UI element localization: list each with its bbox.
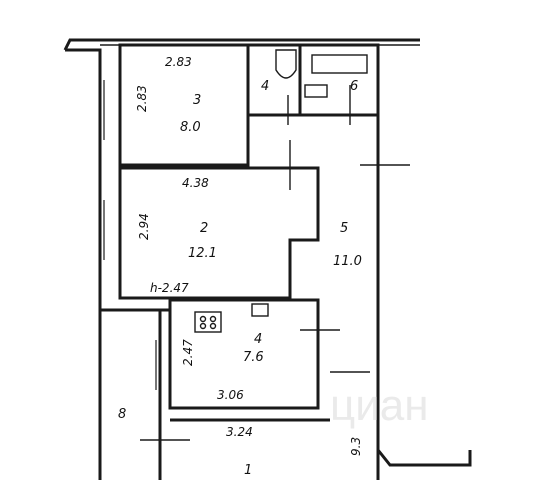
room-4-number: 4 (254, 332, 262, 347)
stove-burner (209, 315, 217, 323)
bathtub-fixture (311, 54, 368, 74)
dim-room2-width: 4.38 (182, 176, 209, 190)
dim-room3-width: 2.83 (165, 55, 192, 69)
stove-burner (209, 322, 217, 330)
room-5-outline (248, 113, 380, 480)
room-2-number: 2 (200, 221, 208, 236)
dim-room2-height: 2.94 (137, 213, 151, 240)
dim-room4-width: 3.06 (217, 388, 244, 402)
room-5-area: 11.0 (333, 254, 362, 269)
stove-burner (199, 315, 207, 323)
room-8-number: 8 (118, 407, 126, 422)
dim-room3-height: 2.83 (135, 85, 149, 112)
room-2-area: 12.1 (188, 246, 217, 261)
kitchen-sink-fixture (251, 303, 269, 317)
room-3-number: 3 (193, 93, 201, 108)
top-exterior-wall (63, 38, 420, 480)
room-8-outline (100, 308, 170, 480)
room-4-area: 7.6 (243, 350, 264, 365)
room-2-outline (118, 166, 320, 300)
room-4-outline (168, 298, 320, 410)
dim-ceiling-height: h-2.47 (150, 281, 189, 295)
room-5-number: 5 (340, 221, 348, 236)
room-6-number: 6 (350, 79, 358, 94)
stove-fixture (194, 311, 222, 333)
dim-lower-width: 3.24 (226, 425, 253, 439)
lower-right-stub (376, 449, 472, 467)
room-1-number: 1 (244, 463, 252, 478)
toilet-fixture (275, 49, 297, 79)
dim-corridor-length: 9.3 (349, 437, 363, 456)
bathroom-4-number: 4 (261, 79, 269, 94)
dim-room4-height: 2.47 (181, 339, 195, 366)
sink-fixture (304, 84, 328, 98)
stove-burner (199, 322, 207, 330)
room-3-area: 8.0 (180, 120, 201, 135)
watermark: циан (330, 381, 429, 430)
